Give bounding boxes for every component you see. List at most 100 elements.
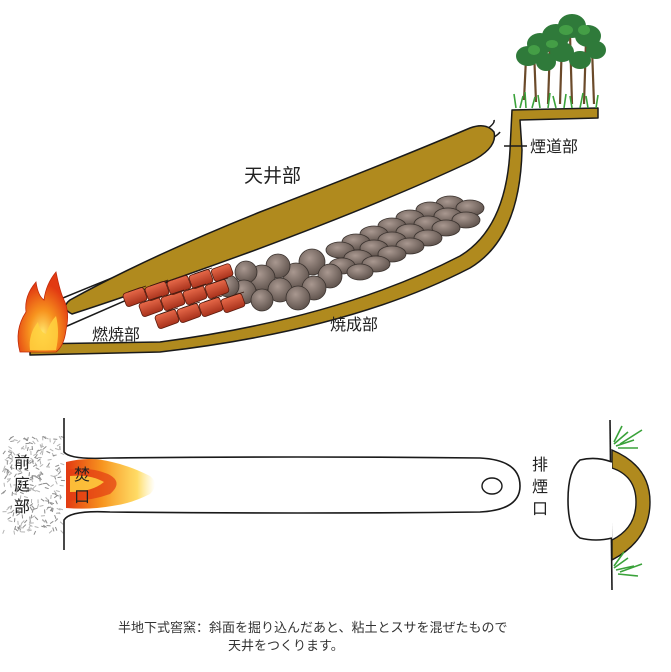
- ash-speck: [58, 435, 62, 440]
- ash-speck: [17, 459, 20, 464]
- ash-speck: [58, 508, 64, 511]
- ash-speck: [47, 462, 51, 467]
- ash-speck: [57, 470, 62, 475]
- ash-speck: [60, 452, 65, 456]
- ash-speck: [31, 505, 35, 509]
- pottery-stack-red: [122, 263, 246, 329]
- ash-speck: [51, 452, 55, 457]
- ash-speck: [25, 461, 28, 466]
- caption-line-2: 天井をつくります。: [228, 639, 344, 654]
- ash-speck: [7, 511, 12, 514]
- ash-speck: [16, 440, 21, 444]
- ash-speck: [14, 525, 17, 530]
- kiln-plan-view: 前 庭 部 焚 口 排 煙 口: [0, 418, 548, 550]
- ash-speck: [49, 507, 53, 512]
- ash-speck: [7, 516, 12, 520]
- svg-text:部: 部: [14, 497, 30, 516]
- svg-text:煙: 煙: [532, 477, 548, 496]
- ash-speck: [10, 440, 15, 443]
- ash-speck: [16, 512, 21, 516]
- ash-speck: [32, 489, 37, 492]
- ash-speck: [8, 452, 12, 457]
- ash-speck: [26, 459, 30, 464]
- ash-speck: [4, 459, 9, 462]
- ash-speck: [2, 529, 5, 534]
- ash-speck: [26, 528, 31, 531]
- ash-speck: [18, 481, 23, 484]
- ash-speck: [27, 457, 30, 462]
- ash-speck: [12, 492, 17, 496]
- svg-text:前: 前: [14, 453, 30, 472]
- ash-speck: [44, 519, 48, 524]
- ash-speck: [7, 456, 12, 460]
- kiln-end-section: [567, 419, 651, 591]
- ash-speck: [4, 475, 8, 480]
- label-combustion: 燃焼部: [92, 325, 140, 344]
- svg-text:排: 排: [532, 455, 548, 474]
- ash-speck: [29, 484, 34, 487]
- ash-speck: [42, 435, 47, 440]
- ash-speck: [40, 498, 45, 502]
- ash-speck: [56, 443, 61, 447]
- ash-speck: [56, 512, 61, 515]
- ash-speck: [19, 528, 21, 533]
- ash-speck: [8, 446, 13, 450]
- ash-speck: [36, 449, 41, 452]
- ash-speck: [59, 494, 63, 499]
- svg-text:口: 口: [74, 487, 90, 506]
- ash-speck: [44, 486, 49, 490]
- ash-speck: [29, 460, 34, 464]
- ash-speck: [35, 467, 40, 471]
- ash-speck: [30, 514, 33, 519]
- ash-speck: [9, 464, 13, 469]
- ash-speck: [20, 522, 23, 528]
- ash-speck: [13, 530, 16, 535]
- ash-speck: [24, 519, 28, 524]
- kiln-cross-section: 天井部 煙道部 燃焼部 焼成部: [17, 14, 606, 356]
- ash-speck: [28, 441, 33, 445]
- grass-icon: [613, 425, 643, 577]
- ash-speck: [50, 502, 55, 505]
- ash-speck: [14, 528, 19, 532]
- ash-speck: [56, 467, 60, 472]
- ash-speck: [16, 452, 21, 456]
- ash-speck: [24, 469, 29, 472]
- ash-speck: [39, 460, 42, 465]
- tile-stripes: [127, 267, 245, 315]
- ash-speck: [22, 484, 28, 487]
- ash-speck: [16, 469, 21, 473]
- ash-speck: [28, 472, 30, 477]
- ash-speck: [4, 468, 9, 471]
- ash-speck: [55, 490, 60, 493]
- ash-speck: [51, 507, 54, 513]
- ash-speck: [34, 454, 38, 458]
- ash-speck: [54, 493, 59, 497]
- ash-speck: [10, 509, 15, 514]
- ash-speck: [32, 485, 37, 489]
- ash-speck: [57, 476, 62, 479]
- ash-speck: [6, 455, 10, 460]
- ash-speck: [28, 487, 32, 492]
- ash-speck: [8, 472, 13, 476]
- ash-speck: [25, 502, 30, 507]
- ash-speck: [55, 464, 60, 468]
- ceiling-arch-clay: [611, 448, 651, 562]
- ash-speck: [40, 471, 44, 476]
- ash-speck: [41, 519, 46, 523]
- ash-speck: [18, 507, 23, 511]
- ash-speck: [37, 458, 41, 462]
- ash-speck: [22, 503, 25, 508]
- ash-speck: [9, 483, 12, 488]
- ash-speck: [36, 473, 41, 477]
- ash-speck: [3, 482, 6, 487]
- ash-speck: [34, 476, 39, 479]
- ash-speck: [10, 505, 13, 510]
- ash-speck: [7, 451, 13, 454]
- ash-speck: [46, 450, 51, 454]
- svg-text:焚: 焚: [74, 465, 90, 484]
- ash-speck: [30, 457, 34, 462]
- ash-speck: [52, 527, 55, 532]
- ash-speck: [22, 524, 27, 528]
- ash-speck: [15, 487, 19, 492]
- ash-speck: [33, 507, 38, 510]
